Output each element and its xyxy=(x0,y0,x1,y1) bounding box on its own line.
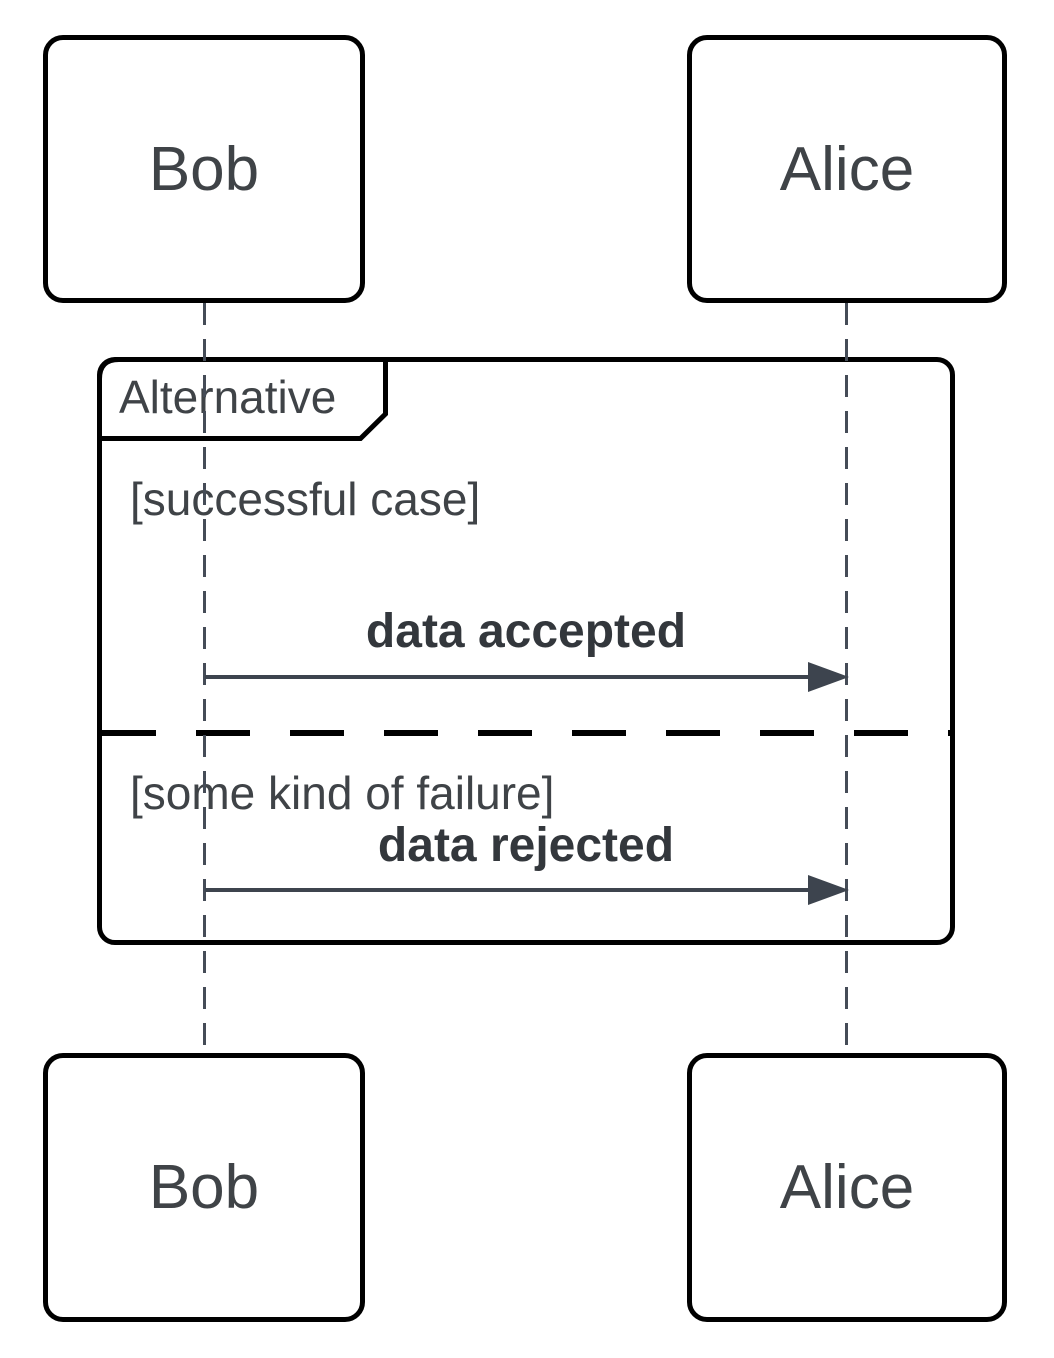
actor-box-alice-top: Alice xyxy=(687,35,1007,303)
actor-box-bob-top: Bob xyxy=(43,35,365,303)
message-label-data-rejected: data rejected xyxy=(377,818,675,872)
guard-successful-case: [successful case] xyxy=(130,473,481,525)
message-arrow-data-accepted xyxy=(205,662,849,692)
alt-frame-label-tab xyxy=(97,357,388,441)
alt-frame xyxy=(97,357,955,945)
message-arrow-data-rejected xyxy=(205,875,849,905)
actor-label-alice-bottom: Alice xyxy=(779,1153,915,1222)
message-label-data-accepted: data accepted xyxy=(365,604,687,658)
actor-box-bob-bottom: Bob xyxy=(43,1053,365,1322)
actor-label-alice-top: Alice xyxy=(779,134,915,204)
actor-label-bob-bottom: Bob xyxy=(148,1153,260,1222)
lifeline-alice xyxy=(845,303,848,1053)
alt-branch-divider xyxy=(102,730,950,736)
lifeline-bob xyxy=(203,303,206,1053)
actor-box-alice-bottom: Alice xyxy=(687,1053,1007,1322)
alt-frame-label: Alternative xyxy=(119,371,337,423)
guard-some-kind-of-failure: [some kind of failure] xyxy=(130,767,555,819)
actor-label-bob-top: Bob xyxy=(148,134,260,204)
